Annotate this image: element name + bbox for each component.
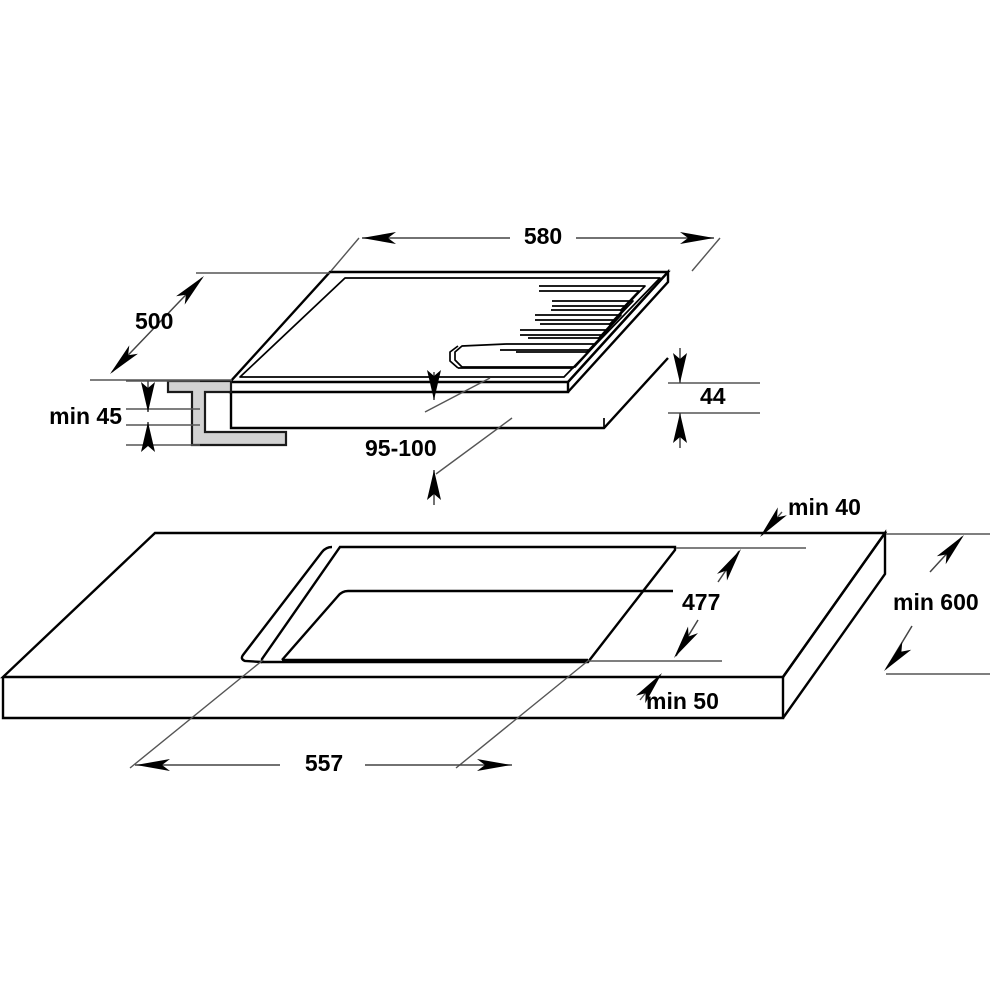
- worktop-cutout-opening: [260, 545, 677, 664]
- worktop-cutout-view: min 40 477 min 50: [0, 494, 990, 776]
- dimension-min-50: min 50: [635, 669, 719, 714]
- dimension-580: 580: [330, 223, 721, 272]
- dimension-477: 477: [589, 545, 806, 662]
- hob-top-face: [227, 270, 671, 384]
- dimension-min-600: min 600: [879, 530, 990, 676]
- mounting-bracket: [166, 379, 288, 447]
- dimension-label-44: 44: [700, 383, 726, 409]
- dimension-557: 557: [129, 659, 590, 776]
- dimension-label-557: 557: [305, 750, 343, 776]
- dimension-label-min-600: min 600: [893, 589, 979, 615]
- worktop-cutout-inner: [240, 545, 333, 664]
- worktop-cutout-inner-lower: [281, 589, 349, 661]
- dimension-label-95-100: 95-100: [365, 435, 437, 461]
- hob-right-side-body: [567, 268, 670, 393]
- dimension-min-45: min 45: [49, 380, 200, 452]
- worktop-top-surface: [0, 531, 888, 679]
- hob-chassis-outline: [229, 357, 669, 430]
- dimension-label-500: 500: [135, 308, 173, 334]
- worktop-right-edge: [782, 529, 887, 719]
- dimension-44: 44: [668, 348, 760, 448]
- dimension-label-477: 477: [682, 589, 720, 615]
- dimension-label-min-40: min 40: [788, 494, 861, 520]
- hob-appliance-view: 580 500 min 45: [49, 223, 760, 505]
- dimension-min-40: min 40: [755, 494, 861, 541]
- dimension-label-580: 580: [524, 223, 562, 249]
- hob-front-body: [228, 382, 570, 394]
- hob-top-inner-border: [239, 277, 661, 378]
- dimension-95-100: 95-100: [365, 370, 513, 505]
- dimension-label-min-50: min 50: [646, 688, 719, 714]
- hob-control-panel-graphics: [449, 285, 646, 369]
- dimension-500: 500: [90, 271, 330, 381]
- worktop-front-edge: [1, 677, 785, 720]
- dimension-label-min-45: min 45: [49, 403, 122, 429]
